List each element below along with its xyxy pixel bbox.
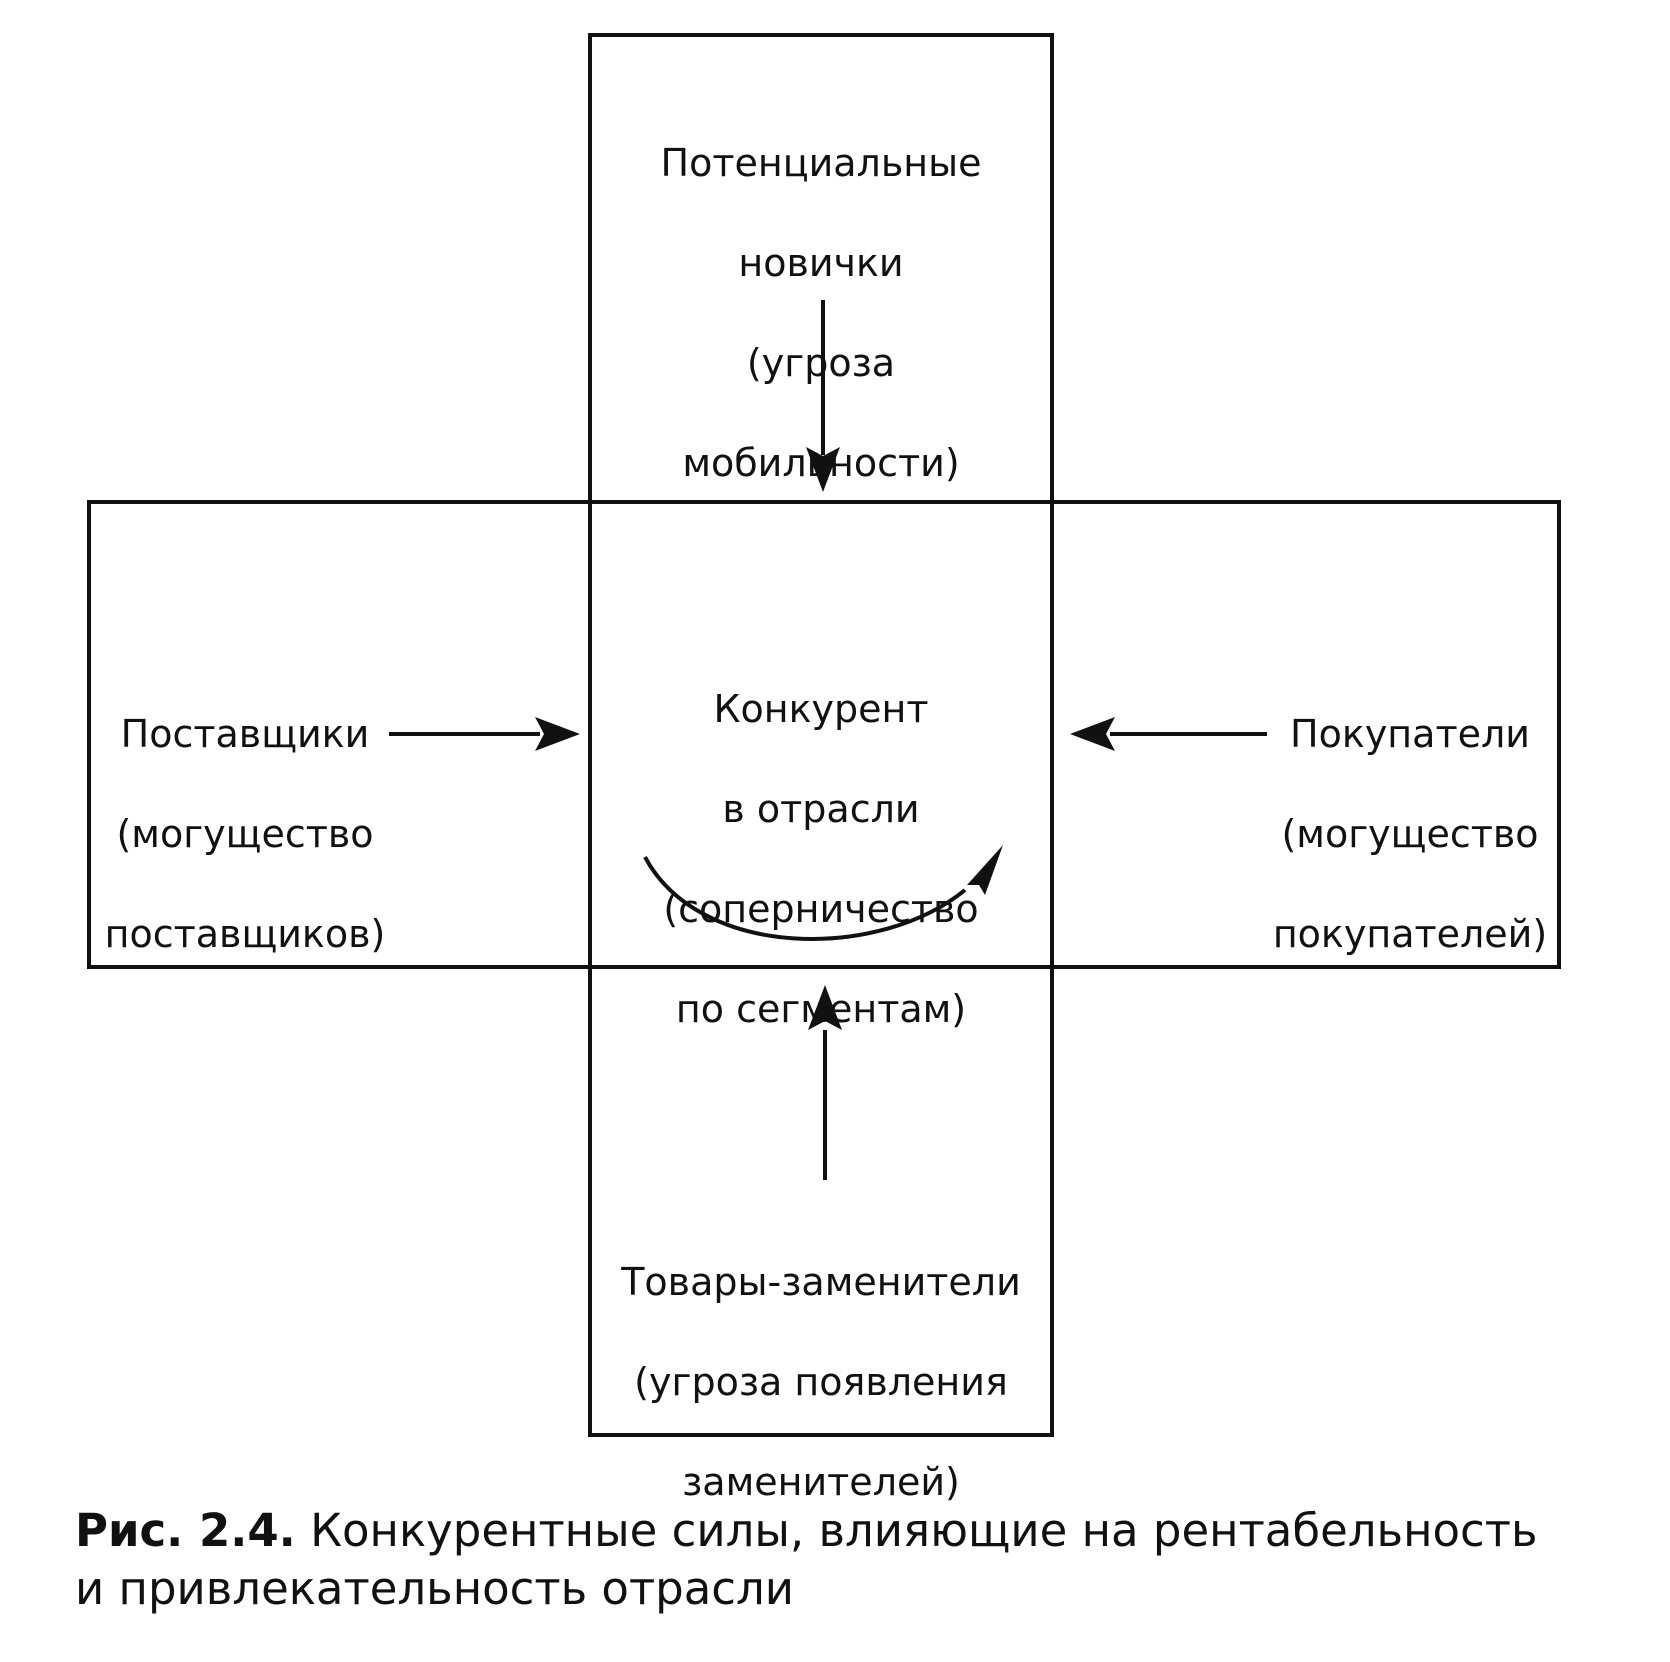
suppliers-label: Поставщики (могущество поставщиков) bbox=[95, 659, 395, 1009]
rivalry-label: Конкурент в отрасли (соперничество по се… bbox=[600, 634, 1042, 1084]
buyers-line-3: покупателей) bbox=[1272, 912, 1548, 956]
new-entrants-label: Потенциальные новички (угроза мобильност… bbox=[600, 88, 1042, 538]
substitutes-label: Товары-заменители (угроза появления заме… bbox=[600, 1207, 1042, 1557]
arrow-bottom-to-center bbox=[808, 985, 842, 1180]
suppliers-line-2: (могущество bbox=[116, 812, 374, 856]
suppliers-line-3: поставщиков) bbox=[104, 912, 386, 956]
rivalry-curved-arrow bbox=[643, 845, 1003, 941]
rivalry-line-1: Конкурент bbox=[713, 687, 929, 731]
left-box bbox=[87, 500, 592, 969]
buyers-label: Покупатели (могущество покупателей) bbox=[1266, 659, 1554, 1009]
substitutes-line-2: (угроза появления bbox=[634, 1360, 1008, 1404]
arrow-top-to-center bbox=[806, 300, 840, 492]
new-entrants-line-2: новички bbox=[738, 241, 904, 285]
substitutes-line-1: Товары-заменители bbox=[621, 1260, 1021, 1304]
figure-caption: Рис. 2.4. Конкурентные силы, влияющие на… bbox=[75, 1502, 1635, 1618]
right-box bbox=[1050, 500, 1561, 969]
suppliers-line-1: Поставщики bbox=[120, 712, 370, 756]
arrow-left-to-center bbox=[389, 717, 580, 751]
buyers-line-2: (могущество bbox=[1281, 812, 1539, 856]
rivalry-line-4: по сегментам) bbox=[675, 987, 967, 1031]
new-entrants-line-3: (угроза bbox=[746, 341, 896, 385]
caption-text-1: Конкурентные силы, влияющие на рентабель… bbox=[295, 1504, 1538, 1557]
caption-line-1: Рис. 2.4. Конкурентные силы, влияющие на… bbox=[75, 1502, 1635, 1560]
arrow-right-to-center bbox=[1070, 717, 1267, 751]
buyers-line-1: Покупатели bbox=[1290, 712, 1530, 756]
new-entrants-line-1: Потенциальные bbox=[660, 141, 982, 185]
rivalry-line-3: (соперничество bbox=[663, 887, 979, 931]
substitutes-line-3: заменителей) bbox=[682, 1460, 960, 1504]
bottom-box bbox=[588, 965, 1054, 1437]
caption-text-2: и привлекательность отрасли bbox=[75, 1562, 795, 1615]
new-entrants-line-4: мобильности) bbox=[682, 441, 960, 485]
rivalry-line-2: в отрасли bbox=[722, 787, 920, 831]
figure-number: Рис. 2.4. bbox=[75, 1504, 296, 1557]
